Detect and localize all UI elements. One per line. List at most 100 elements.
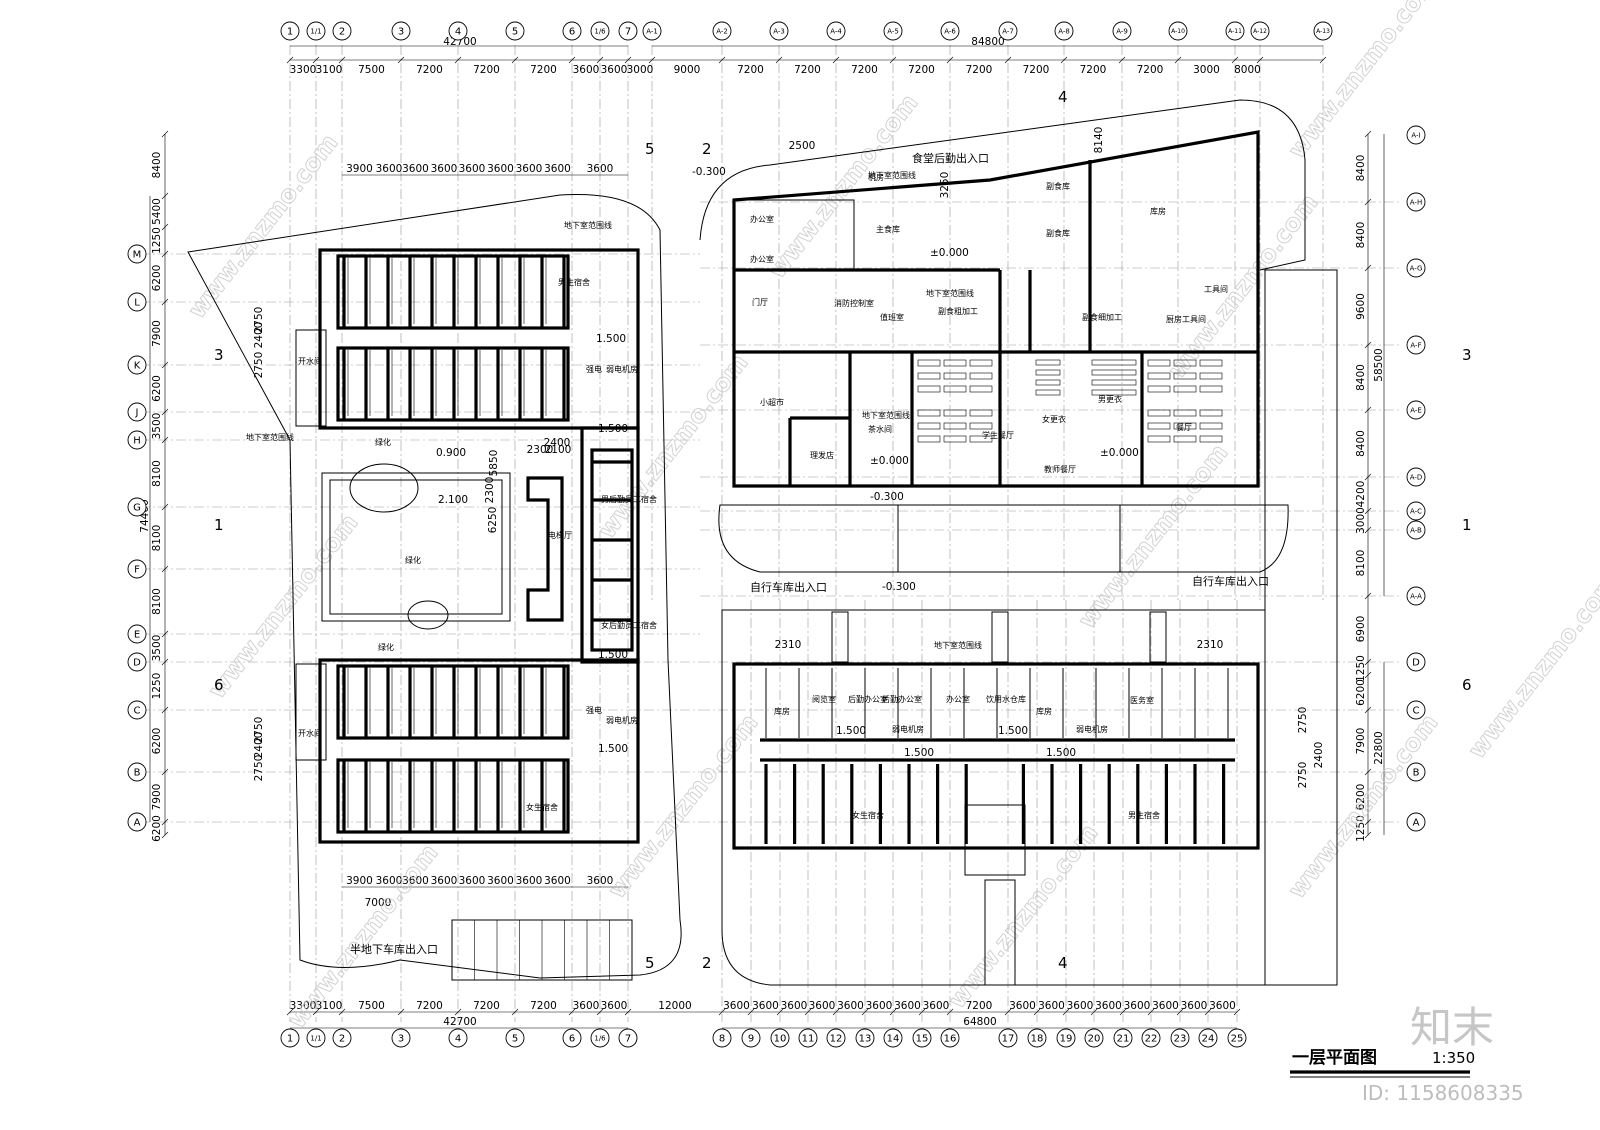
dim-misc-0: 2400 [253,322,265,349]
axis-left-8-label: D [133,658,141,669]
axis-bottom-7: 1/6 [590,1028,610,1048]
axis-right-top-label: A-I [1411,132,1420,140]
section-6-left: 6 [214,676,224,694]
courtyard-pond-2 [407,600,449,630]
dim-right-seg-9: 1250 [1355,655,1367,682]
dim-bottom-seg-4: 7200 [473,1000,500,1012]
axis-bottom-r-4-label: 12 [830,1034,843,1045]
axis-bottom-r-0: 8 [712,1028,732,1048]
dim-bottom-seg-13: 3600 [837,1000,864,1012]
dim-right-seg-2: 9600 [1355,293,1367,320]
dim-right-seg-13: 1250 [1355,815,1367,842]
axis-left-9: C [127,700,147,720]
courtyard-pond-1 [349,463,419,513]
dim-right-seg-6: 3000 [1355,507,1367,534]
dim-left-seg-9: 8100 [151,588,163,615]
dim-left-seg-3: 6200 [151,265,163,292]
dim-bottom-seg-9: 3600 [723,1000,750,1012]
brand-logo: 知末 [1410,1003,1494,1052]
dim-top-seg-15: 7200 [1023,64,1050,76]
dim-inner-top-3: 3600 [431,163,458,175]
axis-right-3: A-E [1406,400,1426,420]
axis-top-r-0: A-1 [642,21,662,41]
label-basement-line-3: 地下室范围线 [868,170,916,180]
south-stair-block [295,663,327,761]
axis-right-2-label: A-F [1410,342,1421,350]
axis-top-r-10: A-11 [1225,21,1245,41]
dim-top-seg-8: 3000 [627,64,654,76]
axis-left-6-label: F [134,565,140,576]
dim-top-seg-4: 7200 [473,64,500,76]
axis-bottom-r-13: 21 [1113,1028,1133,1048]
label-storage-2: 库房 [774,706,790,716]
axis-top-2: 2 [332,21,352,41]
label-basement-line-1: 地下室范围线 [564,220,612,230]
axis-top-r-12-label: A-13 [1316,28,1330,35]
dim-bottom-seg-6: 3600 [573,1000,600,1012]
axis-top-3-label: 3 [398,27,404,38]
label-lobby: 门厅 [752,297,768,307]
axis-right-8: D [1406,652,1426,672]
label-tea-room: 茶水间 [868,424,892,434]
label-duty: 值班室 [880,312,904,322]
axis-bottom-r-16: 24 [1198,1028,1218,1048]
axis-bottom-r-15-label: 23 [1174,1034,1187,1045]
courtyard [321,472,511,622]
dim-misc-2: 2750 [253,352,265,379]
dim-right-seg-3: 8400 [1355,364,1367,391]
axis-top-0: 1 [280,21,300,41]
level-7: 1.500 [598,743,628,755]
axis-bottom-0-label: 1 [287,1034,293,1045]
axis-bottom-r-12: 20 [1084,1028,1104,1048]
axis-left-3-label: J [135,408,139,419]
axis-top-1-label: 1/1 [310,28,321,36]
axis-bottom-5: 5 [505,1028,525,1048]
level-16: 1.500 [1046,747,1076,759]
title-block: 一层平面图 1:350 知末 ID: 1158608335 [1290,1003,1524,1105]
section-4-bottom: 4 [1058,954,1068,972]
label-female-dorm-1: 女生宿舍 [526,802,558,812]
dim-top-seg-19: 8000 [1234,64,1261,76]
axis-right-6-label: A-B [1410,527,1422,535]
axis-top-3: 3 [391,21,411,41]
label-office-1: 办公室 [750,214,774,224]
axis-bottom-r-0-label: 8 [719,1034,725,1045]
axis-left-2: K [127,355,147,375]
room-labels: 食堂后勤出入口 自行车库出入口 自行车库出入口 半地下车库出入口 地下室范围线 … [246,151,1269,956]
section-2-bottom: 2 [702,954,712,972]
axis-top-r-9-label: A-10 [1171,28,1185,35]
level-3: 2.100 [438,494,468,506]
dim-left-seg-8: 8100 [151,525,163,552]
section-5-bottom: 5 [645,954,655,972]
axis-top-6-label: 6 [569,27,575,38]
level-1: -0.300 [692,166,726,178]
section-4-top: 4 [1058,88,1068,106]
lower-central-stair [964,804,1026,876]
label-weak-2: 弱电机房 [606,715,638,725]
dim-top-seg-14: 7200 [966,64,993,76]
axis-right-11-label: A [1413,818,1420,829]
axis-top-r-6: A-7 [998,21,1018,41]
dim-inner-bottom-0: 3900 [346,875,373,887]
dim-right-seg-12: 6200 [1355,784,1367,811]
label-female-locker: 女更衣 [1042,414,1066,424]
axis-bottom-r-3: 11 [798,1028,818,1048]
lower-dorm-partitions [764,668,1229,844]
axis-top-2-label: 2 [339,27,345,38]
label-bike-entry-2: 自行车库出入口 [1192,574,1269,588]
section-3-right: 3 [1462,346,1472,364]
axis-top-r-11: A-12 [1250,21,1270,41]
dim-misc-19: 2310 [775,639,802,651]
section-1-left: 1 [214,516,224,534]
label-dining: 餐厅 [1176,423,1192,432]
dim-right-seg-11: 7900 [1355,728,1367,755]
dim-left-seg-4: 7900 [151,320,163,347]
axis-left-4-label: H [133,436,141,447]
dim-bottom-seg-21: 3600 [1095,1000,1122,1012]
level-10: ±0.000 [1100,447,1139,459]
dim-left-seg-1: 5400 [151,198,163,225]
dim-right-seg-7: 8100 [1355,550,1367,577]
axis-top-r-10-label: A-11 [1228,28,1242,35]
site-outline-canteen [699,99,1306,271]
